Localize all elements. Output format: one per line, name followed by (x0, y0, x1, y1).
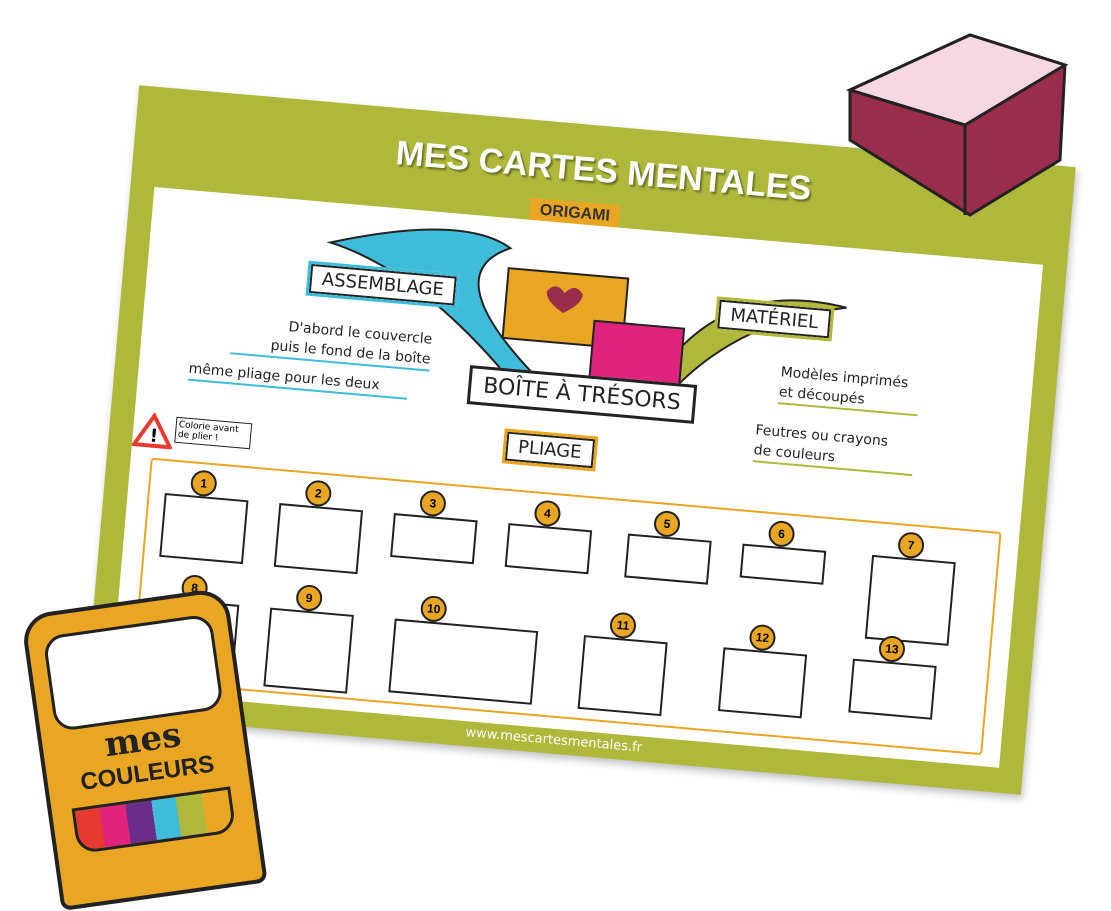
mind-map-card: MES CARTES MENTALES ORIGAMI ASSEMBLAGE D… (84, 85, 1076, 795)
step-1: 1 (153, 469, 251, 579)
warning-icon: ! (130, 411, 174, 450)
step-11: 11 (572, 611, 670, 721)
step-13: 13 (841, 634, 939, 744)
step-4: 4 (497, 499, 595, 609)
step-12: 12 (712, 623, 810, 733)
step-10: 10 (383, 594, 540, 709)
content-panel: ASSEMBLAGE D'abord le couvercle puis le … (110, 186, 1044, 768)
warning-sign: ! Colorie avant de plier ! (130, 411, 253, 454)
crayon-box-illustration: mes COULEURS (20, 586, 268, 911)
step-3: 3 (382, 489, 480, 599)
pink-box-illustration (845, 33, 1069, 217)
warning-text: Colorie avant de plier ! (174, 416, 253, 450)
branch-ribbons (326, 228, 847, 390)
step-6: 6 (731, 519, 829, 629)
step-5: 5 (616, 509, 714, 619)
step-7: 7 (860, 531, 958, 646)
svg-text:!: ! (149, 426, 159, 448)
step-2: 2 (268, 479, 366, 589)
step-9: 9 (258, 583, 356, 694)
